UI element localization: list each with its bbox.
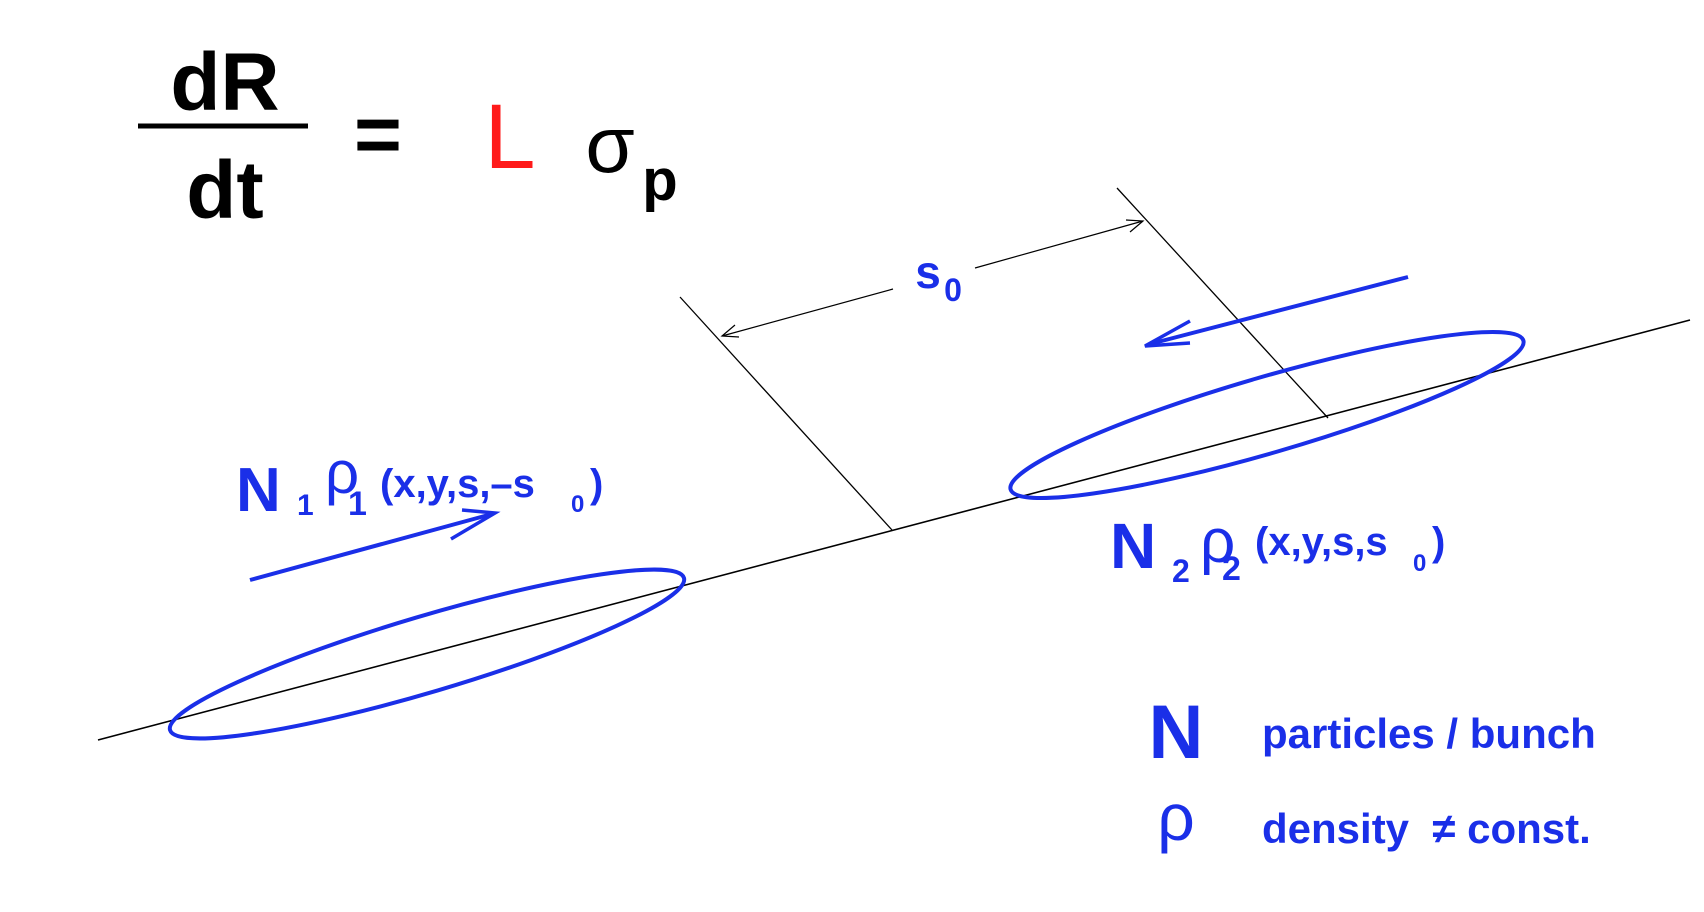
- dimension-line-left: [721, 288, 894, 337]
- bunch2-args: (x,y,s,s: [1255, 520, 1388, 564]
- bunch1-N: N: [236, 456, 281, 525]
- bunch1-N-subscript: 1: [297, 489, 314, 522]
- separation-dimension: s 0: [679, 187, 1329, 531]
- bunch2-direction-arrow: [1149, 275, 1409, 346]
- legend-symbol-rho: ρ: [1157, 780, 1195, 854]
- legend-text-density: density ≠ const.: [1262, 805, 1591, 852]
- rate-formula: dR dt = L σ p: [138, 37, 678, 236]
- bunch2-ellipse: [1008, 330, 1526, 500]
- bunch2-args-subscript: 0: [1413, 550, 1426, 577]
- dimension-arrowhead-left: [720, 324, 740, 338]
- bunch1-arrowhead: [450, 508, 501, 541]
- bunch2-arrowhead: [1144, 319, 1191, 348]
- formula-sigma: σ: [585, 100, 634, 189]
- legend-symbol-N: N: [1149, 690, 1204, 775]
- formula-denominator: dt: [186, 145, 263, 236]
- bunch-1: N 1 ρ 1 (x,y,s,–s 0 ): [167, 439, 687, 741]
- separation-label: s: [915, 246, 941, 298]
- dimension-arrowhead-right: [1125, 219, 1145, 233]
- formula-sigma-subscript: p: [642, 148, 677, 213]
- bunch2-rho-subscript: 2: [1222, 550, 1241, 588]
- bunch2-center-marker: [1116, 187, 1329, 419]
- bunch1-args: (x,y,s,–s: [380, 462, 535, 506]
- bunch2-rho: ρ: [1200, 507, 1235, 576]
- bunch1-args-subscript: 0: [571, 491, 584, 518]
- bunch1-rho: ρ: [325, 439, 359, 506]
- bunch2-N-subscript: 2: [1172, 553, 1190, 589]
- bunch1-center-marker: [679, 296, 893, 531]
- bunch2-args-close: ): [1432, 520, 1445, 564]
- bunch1-ellipse: [167, 567, 687, 741]
- legend-text-particles: particles / bunch: [1262, 710, 1596, 757]
- separation-subscript: 0: [944, 272, 962, 308]
- beam-axis: [97, 319, 1691, 741]
- legend: N particles / bunch ρ density ≠ const.: [1149, 690, 1596, 854]
- bunch1-args-close: ): [590, 462, 603, 506]
- bunch-2: N 2 ρ 2 (x,y,s,s 0 ): [1008, 275, 1526, 589]
- formula-numerator: dR: [170, 37, 279, 128]
- formula-equals: =: [354, 89, 402, 180]
- bunch2-N: N: [1110, 510, 1156, 582]
- bunch1-rho-subscript: 1: [348, 485, 367, 523]
- dimension-line-right: [974, 220, 1144, 269]
- bunch1-direction-arrow: [249, 512, 493, 582]
- formula-luminosity: L: [484, 86, 535, 188]
